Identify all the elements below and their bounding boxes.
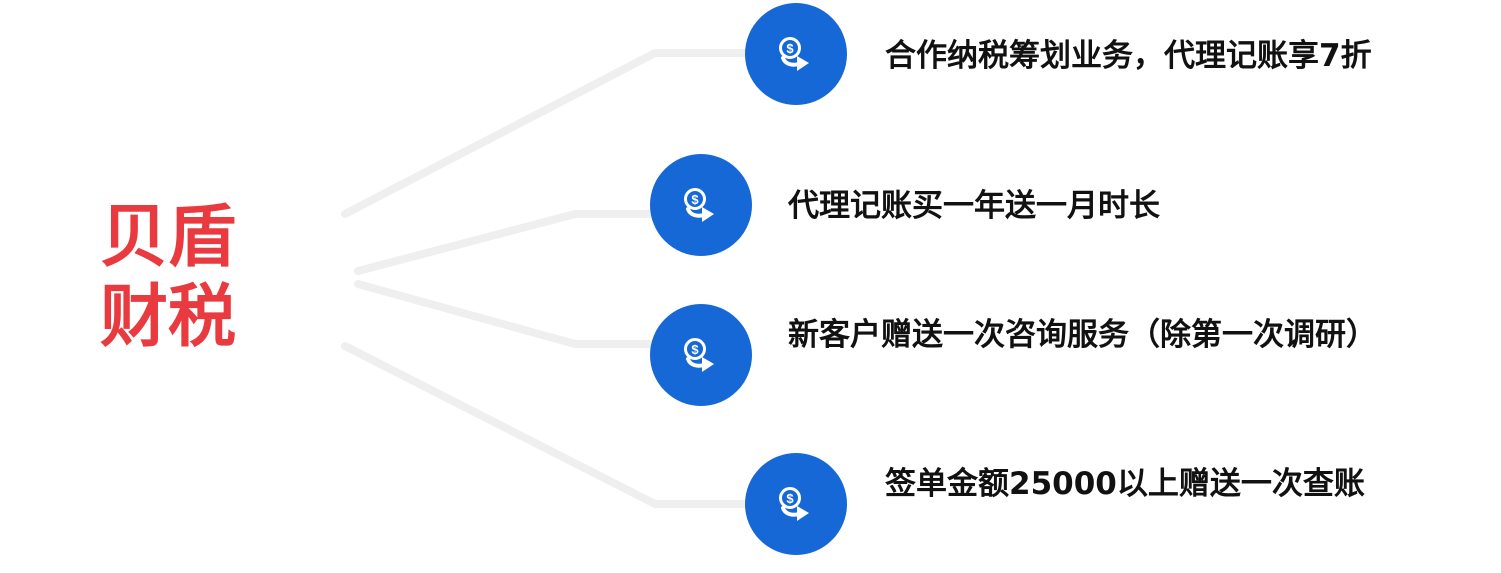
coin-arrow-icon: $	[650, 304, 752, 406]
connector-line-3	[354, 280, 674, 348]
connector-line-1	[341, 49, 769, 218]
brand-title: 贝盾 财税	[100, 198, 270, 358]
svg-text:$: $	[691, 342, 699, 357]
svg-text:$: $	[786, 41, 794, 56]
brand-title-line2: 财税	[100, 278, 237, 357]
connector-line-2	[354, 210, 674, 275]
item-text-1: 合作纳税筹划业务，代理记账享7折	[885, 38, 1372, 74]
connector-line-4	[341, 342, 769, 508]
item-text-3: 新客户赠送一次咨询服务（除第一次调研）	[788, 317, 1377, 353]
svg-text:$: $	[786, 491, 794, 506]
brand-title-line1: 贝盾	[100, 198, 237, 277]
item-text-4: 签单金额25000以上赠送一次查账	[885, 466, 1365, 502]
item-text-2: 代理记账买一年送一月时长	[788, 188, 1160, 224]
svg-text:$: $	[691, 192, 699, 207]
coin-arrow-icon: $	[745, 3, 847, 105]
coin-arrow-icon: $	[650, 154, 752, 256]
coin-arrow-icon: $	[745, 453, 847, 555]
